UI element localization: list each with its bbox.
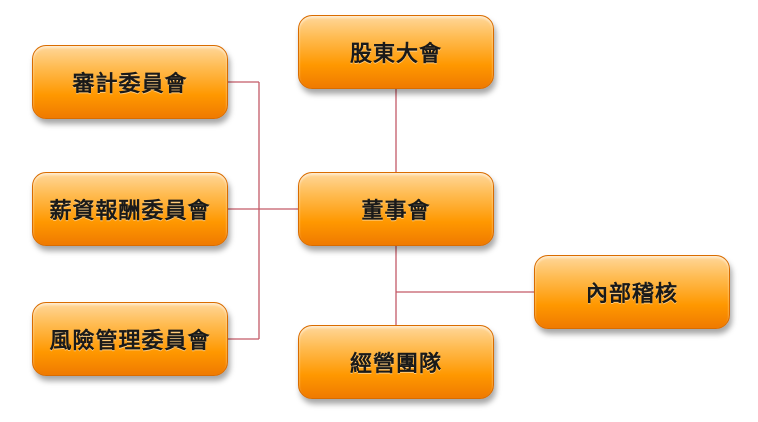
shareholders-meeting-label: 股東大會 bbox=[349, 42, 442, 67]
board-of-directors-box: 董事會 bbox=[298, 172, 494, 246]
management-team-label: 經營團隊 bbox=[349, 352, 442, 377]
shareholders-meeting-box: 股東大會 bbox=[298, 15, 494, 89]
compensation-committee-label: 薪資報酬委員會 bbox=[49, 199, 211, 224]
management-team-box: 經營團隊 bbox=[298, 325, 494, 399]
risk-committee-label: 風險管理委員會 bbox=[49, 329, 211, 354]
compensation-committee-box: 薪資報酬委員會 bbox=[32, 172, 228, 246]
internal-audit-box: 內部稽核 bbox=[534, 255, 730, 329]
connector-group bbox=[228, 81, 534, 340]
risk-committee-box: 風險管理委員會 bbox=[32, 302, 228, 376]
internal-audit-label: 內部稽核 bbox=[585, 282, 678, 307]
audit-committee-label: 審計委員會 bbox=[72, 72, 188, 97]
audit-committee-box: 審計委員會 bbox=[32, 45, 228, 119]
board-of-directors-label: 董事會 bbox=[361, 199, 431, 224]
